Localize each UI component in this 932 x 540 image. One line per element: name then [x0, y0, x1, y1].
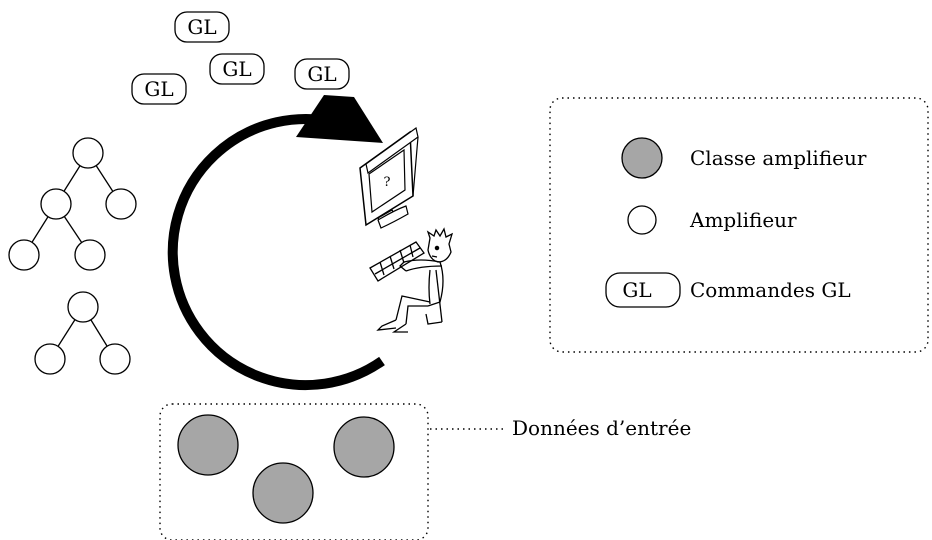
cycle-arrow	[167, 95, 385, 390]
gl-command-label: GL	[307, 62, 336, 86]
amplifier-tree	[8, 137, 137, 271]
gl-command-label: GL	[222, 57, 251, 81]
legend-label-amplifier: Amplifieur	[689, 208, 797, 232]
input-data-label: Données d’entrée	[512, 416, 691, 440]
class-amplifier-node	[177, 414, 239, 476]
legend-label-gl-commands: Commandes GL	[690, 278, 851, 302]
amplifier-node	[105, 188, 137, 220]
gl-command-label: GL	[144, 77, 173, 101]
legend-label-class-amplifier: Classe amplifieur	[690, 146, 867, 170]
gl-command-box: GL	[131, 73, 187, 105]
gl-command-label: GL	[187, 15, 216, 39]
legend: Classe amplifieur Amplifieur GL Commande…	[549, 97, 929, 353]
gl-command-box: GL	[174, 11, 230, 43]
gl-command-box: GL	[209, 53, 265, 85]
input-data-group: Données d’entrée	[159, 403, 691, 540]
class-amplifier-node	[252, 462, 314, 524]
amplifier-node	[74, 239, 106, 271]
legend-gl-swatch-label: GL	[622, 278, 651, 302]
screen-question-mark: ?	[384, 175, 391, 190]
user-at-keyboard-icon	[369, 227, 454, 333]
amplifier-node	[99, 343, 131, 375]
computer-monitor-icon: ?	[359, 126, 419, 229]
legend-gl-swatch	[605, 272, 681, 308]
amplifier-node	[8, 239, 40, 271]
amplifier-tree	[34, 291, 131, 375]
amplifier-node	[67, 291, 99, 323]
amplifier-node	[40, 188, 72, 220]
amplifier-node	[34, 343, 66, 375]
legend-amplifier-swatch	[627, 205, 657, 235]
amplifier-node	[72, 137, 104, 169]
legend-class-amplifier-swatch	[621, 137, 663, 179]
class-amplifier-node	[333, 416, 395, 478]
gl-command-box: GL	[294, 58, 350, 90]
